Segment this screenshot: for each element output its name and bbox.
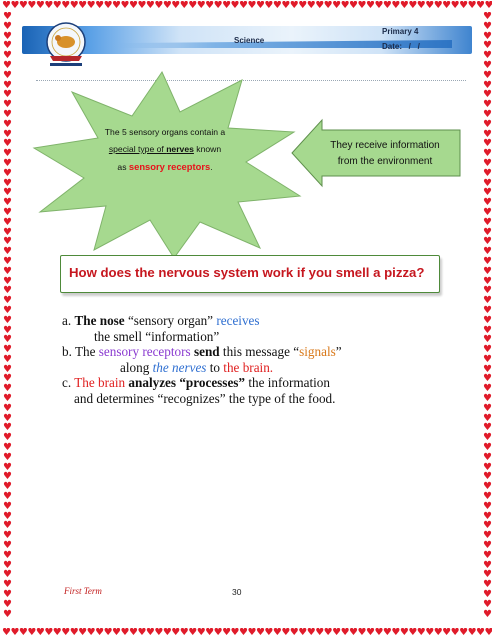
heart-border-bottom: ♥♥♥♥♥♥♥♥♥♥♥♥♥♥♥♥♥♥♥♥♥♥♥♥♥♥♥♥♥♥♥♥♥♥♥♥♥♥♥♥… bbox=[2, 628, 492, 638]
item-a-prefix: a. bbox=[62, 313, 75, 328]
question-text: How does the nervous system work if you … bbox=[69, 265, 425, 280]
item-b-line-2: along the nerves to the brain. bbox=[62, 360, 472, 376]
starburst-line-2a: special type of bbox=[108, 144, 167, 154]
nerves-keyword: nerves bbox=[166, 144, 194, 154]
heart-border-left: ♥♥♥♥♥♥♥♥♥♥♥♥♥♥♥♥♥♥♥♥♥♥♥♥♥♥♥♥♥♥♥♥♥♥♥♥♥♥♥♥… bbox=[3, 12, 12, 620]
item-a-mid: “sensory organ” bbox=[124, 313, 217, 328]
item-b-line-1: b. The sensory receptors send this messa… bbox=[62, 344, 472, 360]
starburst-line-1: The 5 sensory organs contain a bbox=[104, 127, 226, 137]
header-band bbox=[22, 26, 472, 54]
page-number: 30 bbox=[232, 587, 242, 597]
item-b2-nerves: the nerves bbox=[152, 359, 207, 375]
heart-border-right: ♥♥♥♥♥♥♥♥♥♥♥♥♥♥♥♥♥♥♥♥♥♥♥♥♥♥♥♥♥♥♥♥♥♥♥♥♥♥♥♥… bbox=[483, 12, 492, 620]
item-a-line-2: the smell “information” bbox=[94, 328, 220, 344]
arrow-line-2: from the environment bbox=[337, 156, 433, 167]
starburst-line-3a: as bbox=[117, 162, 129, 172]
grade-label: Primary 4 bbox=[382, 27, 419, 36]
item-b-prefix: b. The bbox=[62, 344, 99, 359]
subject-label: Science bbox=[234, 36, 265, 45]
starburst-line-2c: known bbox=[193, 144, 222, 154]
item-a-bold: The nose bbox=[74, 313, 125, 328]
header-divider bbox=[36, 80, 466, 81]
item-b-mid: this message “ bbox=[219, 344, 300, 359]
starburst-line-2: special type of nerves known bbox=[70, 141, 260, 158]
left-arrow-shape bbox=[291, 118, 461, 188]
sensory-receptors-keyword: sensory receptors bbox=[128, 161, 211, 172]
question-box: How does the nervous system work if you … bbox=[60, 255, 440, 293]
arrow-line-1: They receive information bbox=[330, 140, 440, 151]
item-b2-brain: the brain. bbox=[223, 359, 274, 375]
item-b-send: send bbox=[193, 344, 220, 359]
item-c-line-1: c. The brain analyzes “processes” the in… bbox=[62, 375, 472, 391]
item-c-analyzes: analyzes “processes” bbox=[128, 375, 246, 390]
starburst-line-3c: . bbox=[210, 162, 213, 172]
date-label: Date: / / bbox=[382, 42, 420, 51]
grade-date-box: Primary 4 Date: / / bbox=[374, 24, 470, 56]
item-a-receives: receives bbox=[216, 313, 260, 328]
item-c-line-2: and determines “recognizes” the type of … bbox=[74, 390, 336, 406]
item-c-end: the information bbox=[245, 375, 330, 390]
starburst-text: The 5 sensory organs contain a special t… bbox=[70, 124, 260, 176]
item-b-sensory-receptors: sensory receptors bbox=[98, 344, 191, 359]
item-b-signals: signals bbox=[299, 344, 336, 359]
item-b2-to: to bbox=[206, 359, 224, 375]
explanation-list: a. The nose “sensory organ” receives the… bbox=[62, 313, 472, 406]
header-stripe bbox=[112, 40, 452, 48]
item-a-line-1: a. The nose “sensory organ” receives bbox=[62, 313, 472, 329]
page-header: Science Primary 4 Date: / / bbox=[22, 18, 472, 66]
item-b-end: ” bbox=[335, 344, 342, 359]
item-c-prefix: c. bbox=[62, 375, 75, 390]
school-logo-icon bbox=[46, 22, 86, 66]
footer-term: First Term bbox=[64, 586, 102, 596]
item-c-brain: The brain bbox=[74, 375, 126, 390]
starburst-line-3: as sensory receptors. bbox=[70, 158, 260, 176]
arrow-text: They receive information from the enviro… bbox=[310, 138, 460, 170]
item-b2-along: along bbox=[120, 359, 153, 375]
heart-border-top: ♥♥♥♥♥♥♥♥♥♥♥♥♥♥♥♥♥♥♥♥♥♥♥♥♥♥♥♥♥♥♥♥♥♥♥♥♥♥♥♥… bbox=[2, 1, 492, 11]
